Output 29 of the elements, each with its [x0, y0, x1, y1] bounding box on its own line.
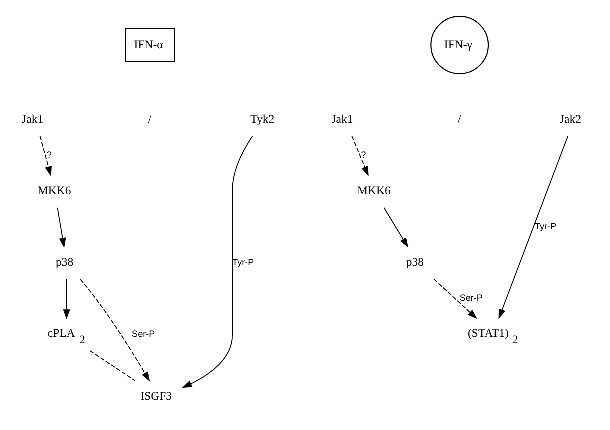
arrow	[63, 279, 70, 320]
node-box: IFN-α	[125, 28, 176, 62]
edge-label: ?	[361, 150, 366, 160]
label: /	[458, 113, 462, 126]
label: /	[148, 113, 152, 126]
node-text: p38	[406, 256, 424, 270]
node-text: Tyk2	[250, 113, 275, 126]
edge-label: Ser-P	[460, 293, 483, 304]
node-text: MKK6	[358, 184, 391, 198]
arrow	[434, 279, 478, 320]
edge-label: ?	[46, 150, 52, 160]
arrow	[498, 136, 568, 320]
arrow	[182, 136, 254, 388]
arrow	[57, 207, 66, 248]
node-text: p38	[56, 256, 74, 270]
edge-label: Tyr-P	[534, 222, 557, 232]
connector	[90, 350, 136, 382]
node-circle: IFN-γ	[430, 16, 490, 74]
edge-label: Ser-P	[132, 328, 156, 339]
node-text: Jak1	[22, 113, 44, 126]
edge-label: Tyr-P	[232, 257, 254, 268]
node-text: Jak2	[560, 113, 582, 126]
arrow	[352, 136, 369, 176]
node-text: Jak1	[332, 113, 354, 126]
node-text: MKK6	[38, 184, 72, 198]
arrow	[40, 136, 52, 177]
arrow	[384, 207, 409, 248]
arrow	[80, 279, 150, 382]
node-text: ISGF3	[140, 390, 172, 404]
